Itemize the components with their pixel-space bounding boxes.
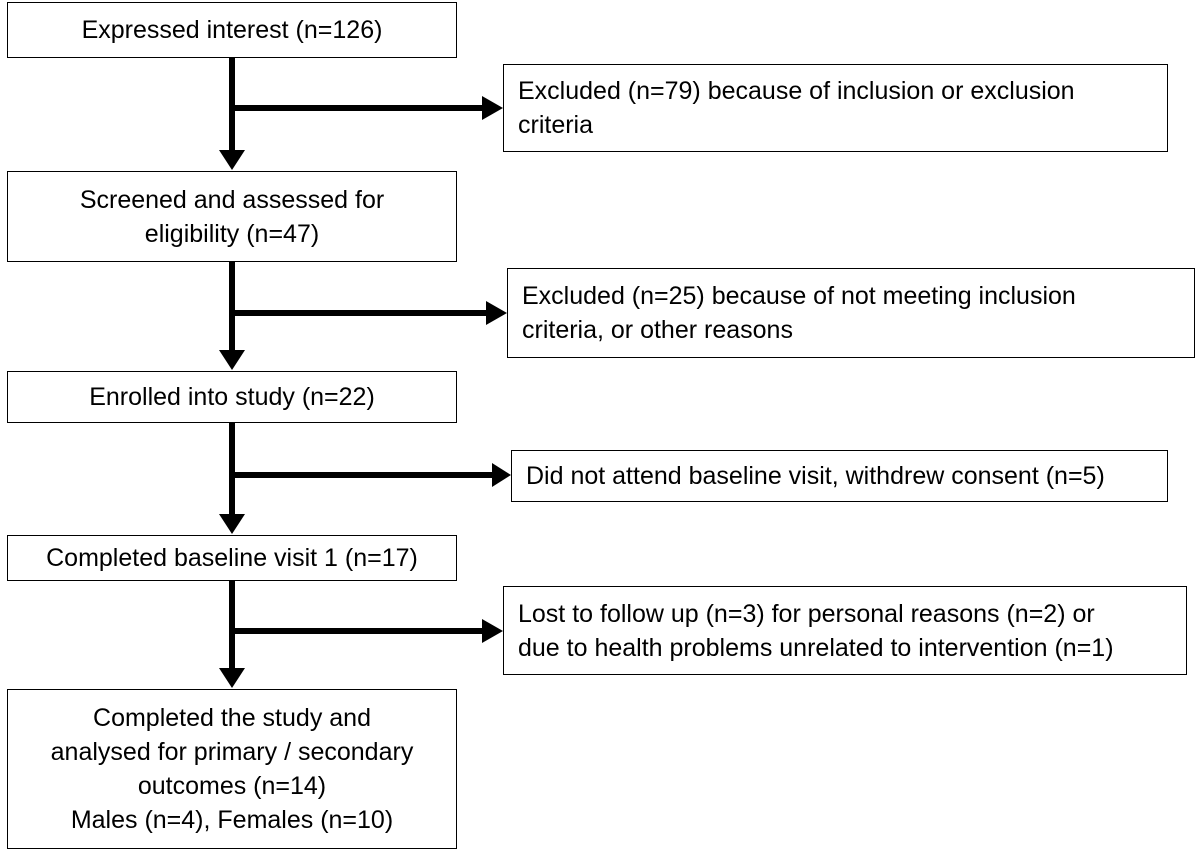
- arrowhead-right-1: [482, 96, 503, 120]
- arrowhead-down-1: [219, 150, 245, 170]
- step-box-enrolled: Enrolled into study (n=22): [7, 371, 457, 423]
- arrowhead-right-2: [486, 301, 507, 325]
- step-box-expressed-interest: Expressed interest (n=126): [7, 2, 457, 58]
- exclusion-text: Excluded (n=79) because of inclusion or …: [518, 77, 1075, 105]
- step-box-screened: Screened and assessed for eligibility (n…: [7, 171, 457, 262]
- step-text: Completed baseline visit 1 (n=17): [46, 544, 418, 572]
- step-text: eligibility (n=47): [144, 219, 320, 248]
- exclusion-box-2: Excluded (n=25) because of not meeting i…: [507, 268, 1195, 358]
- arrowhead-right-4: [482, 619, 503, 643]
- step-text: analysed for primary / secondary: [50, 738, 414, 766]
- exclusion-text: Lost to follow up (n=3) for personal rea…: [518, 599, 1095, 628]
- step-text: Males (n=4), Females (n=10): [70, 806, 394, 834]
- exclusion-box-3: Did not attend baseline visit, withdrew …: [511, 450, 1168, 502]
- arrowhead-down-2: [219, 350, 245, 370]
- arrowhead-down-3: [219, 514, 245, 534]
- exclusion-text: criteria: [518, 111, 594, 139]
- step-text: Expressed interest (n=126): [81, 16, 383, 44]
- step-box-baseline: Completed baseline visit 1 (n=17): [7, 535, 457, 581]
- exclusion-text: Did not attend baseline visit, withdrew …: [526, 462, 1105, 490]
- exclusion-box-1: Excluded (n=79) because of inclusion or …: [503, 64, 1168, 152]
- arrowhead-down-4: [219, 668, 245, 688]
- arrowhead-right-3: [492, 463, 511, 487]
- exclusion-text: due to health problems unrelated to inte…: [518, 633, 1114, 662]
- step-text: Enrolled into study (n=22): [89, 383, 375, 411]
- exclusion-box-4: Lost to follow up (n=3) for personal rea…: [503, 586, 1187, 675]
- step-box-completed: Completed the study and analysed for pri…: [7, 689, 457, 849]
- step-text: Completed the study and: [93, 704, 371, 732]
- step-text: Screened and assessed for: [79, 185, 385, 214]
- exclusion-text: Excluded (n=25) because of not meeting i…: [522, 282, 1076, 310]
- exclusion-text: criteria, or other reasons: [522, 316, 793, 344]
- step-text: outcomes (n=14): [137, 772, 327, 800]
